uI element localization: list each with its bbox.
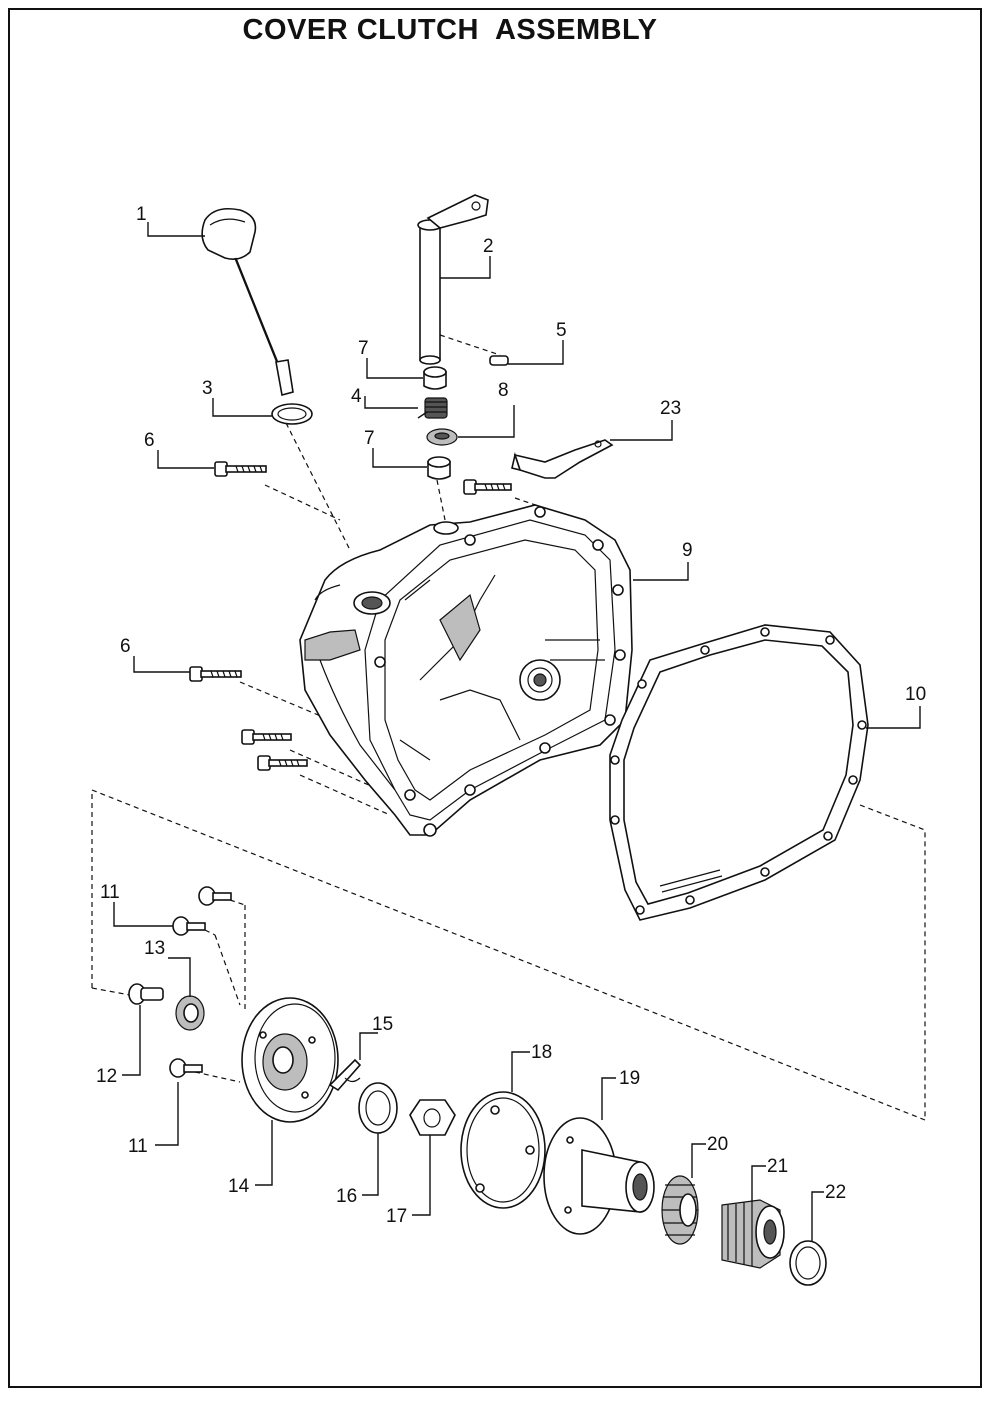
part-1-dipstick (201, 207, 294, 397)
callout-5: 5 (556, 320, 567, 341)
part-11-screws (169, 886, 232, 1078)
callout-9: 9 (682, 540, 693, 561)
bolt-lower-1 (241, 729, 292, 745)
callout-15: 15 (372, 1014, 393, 1035)
callout-10: 10 (905, 684, 926, 705)
callout-7-lower: 7 (364, 428, 375, 449)
leader-lines (113, 222, 921, 1241)
callout-11-upper: 11 (100, 882, 120, 903)
callout-6-lower: 6 (120, 636, 131, 657)
part-23-bracket (511, 439, 614, 479)
diagram-frame (8, 8, 982, 1388)
callout-20: 20 (707, 1134, 728, 1155)
screw-11-mid (172, 916, 206, 936)
callout-2: 2 (483, 236, 494, 257)
part-7-bushing-lower (427, 456, 451, 480)
callout-8: 8 (498, 380, 509, 401)
callout-22: 22 (825, 1182, 846, 1203)
part-2-shaft (417, 194, 489, 365)
part-12-pin-bolt (128, 983, 164, 1005)
part-10-gasket (609, 624, 869, 921)
bolt-mid-left (189, 666, 242, 682)
callout-17: 17 (386, 1206, 407, 1227)
callout-14: 14 (228, 1176, 250, 1197)
callout-19: 19 (619, 1068, 640, 1089)
callout-23: 23 (660, 398, 681, 419)
callout-16: 16 (336, 1186, 357, 1207)
bolt-upper-left (214, 461, 267, 477)
part-22-washer (789, 1240, 827, 1286)
part-17-nut (409, 1099, 456, 1136)
callout-3: 3 (202, 378, 213, 399)
diagram-title: COVER CLUTCH ASSEMBLY (242, 14, 658, 46)
bolt-top-center (463, 479, 512, 495)
part-16-washer (358, 1082, 398, 1134)
part-6-bolts (189, 461, 512, 771)
callout-18: 18 (531, 1042, 552, 1063)
callout-7-upper: 7 (358, 338, 369, 359)
callout-11-lower: 11 (128, 1136, 148, 1157)
part-3-oring (271, 403, 313, 425)
callout-4: 4 (351, 386, 362, 407)
part-21-gear (721, 1199, 785, 1269)
part-7-bushing-upper (423, 366, 447, 390)
part-19-hub-flange (543, 1117, 655, 1235)
part-9-clutch-cover (299, 504, 633, 837)
callout-1: 1 (136, 204, 147, 225)
screw-11-top (198, 886, 232, 906)
part-8-seal (426, 428, 458, 446)
callout-12: 12 (96, 1066, 117, 1087)
part-20-gear (661, 1175, 699, 1245)
part-13-bearing (175, 995, 205, 1031)
part-14-pump-plate (241, 997, 339, 1123)
part-15-clip (328, 1058, 362, 1092)
callout-13: 13 (144, 938, 165, 959)
callout-labels: 1 2 3 4 5 6 6 7 7 8 9 10 11 11 12 13 14 … (96, 204, 926, 1227)
part-4-spring (417, 397, 448, 419)
callout-21: 21 (767, 1156, 788, 1177)
part-5-pin (489, 355, 509, 366)
callout-6-upper: 6 (144, 430, 155, 451)
screw-11-low (169, 1058, 203, 1078)
assembly-guide-lines (91, 334, 926, 1121)
bolt-lower-2 (257, 755, 308, 771)
part-18-gasket-ring (460, 1091, 546, 1209)
